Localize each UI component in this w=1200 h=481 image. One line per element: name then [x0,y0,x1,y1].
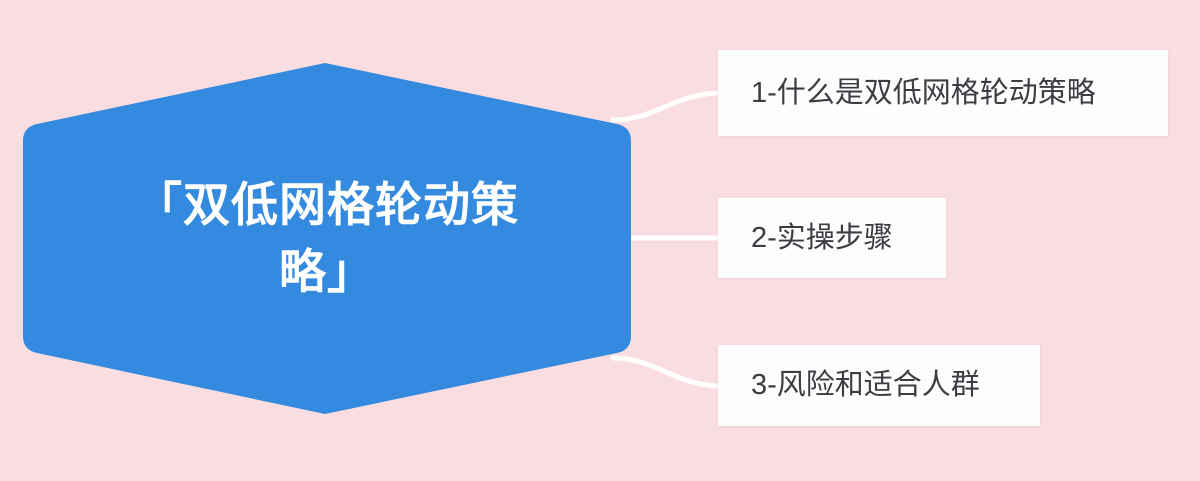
branch-label-3: 3-风险和适合人群 [751,369,980,402]
branch-node-3[interactable]: 3-风险和适合人群 [718,345,1040,426]
root-title: 「双低网格轮动策略」 [135,177,519,298]
branch-label-2: 2-实操步骤 [751,221,893,254]
branch-node-2[interactable]: 2-实操步骤 [718,198,946,278]
root-node[interactable]: 「双低网格轮动策略」 [22,62,632,415]
branch-label-1: 1-什么是双低网格轮动策略 [751,76,1096,109]
hexagon-shape [23,63,631,414]
branch-node-1[interactable]: 1-什么是双低网格轮动策略 [718,50,1168,136]
